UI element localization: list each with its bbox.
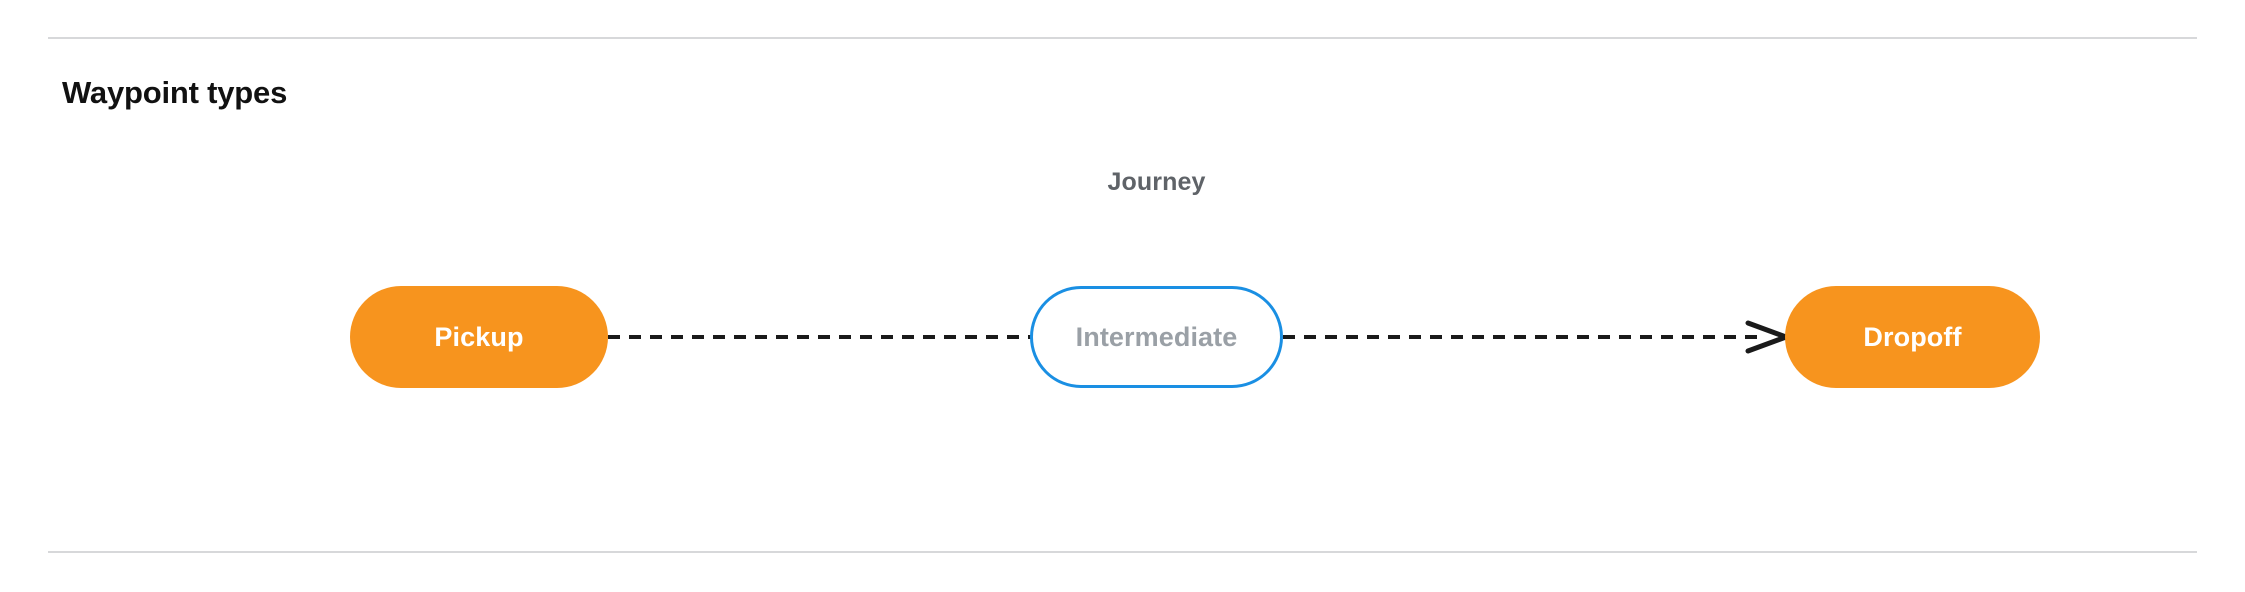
journey-group-label: Journey xyxy=(1107,168,1206,196)
waypoint-node-pickup[interactable]: Pickup xyxy=(350,286,608,388)
arrowhead-icon xyxy=(1745,320,1789,354)
section-divider-top xyxy=(48,37,2197,39)
waypoint-node-intermediate-label: Intermediate xyxy=(1075,321,1238,352)
waypoint-node-pickup-label: Pickup xyxy=(434,321,524,352)
page-title: Waypoint types xyxy=(62,75,288,110)
section-divider-bottom xyxy=(48,551,2197,553)
waypoint-node-intermediate[interactable]: Intermediate xyxy=(1030,286,1283,388)
waypoint-node-dropoff[interactable]: Dropoff xyxy=(1785,286,2040,388)
waypoint-node-dropoff-label: Dropoff xyxy=(1863,321,1962,352)
